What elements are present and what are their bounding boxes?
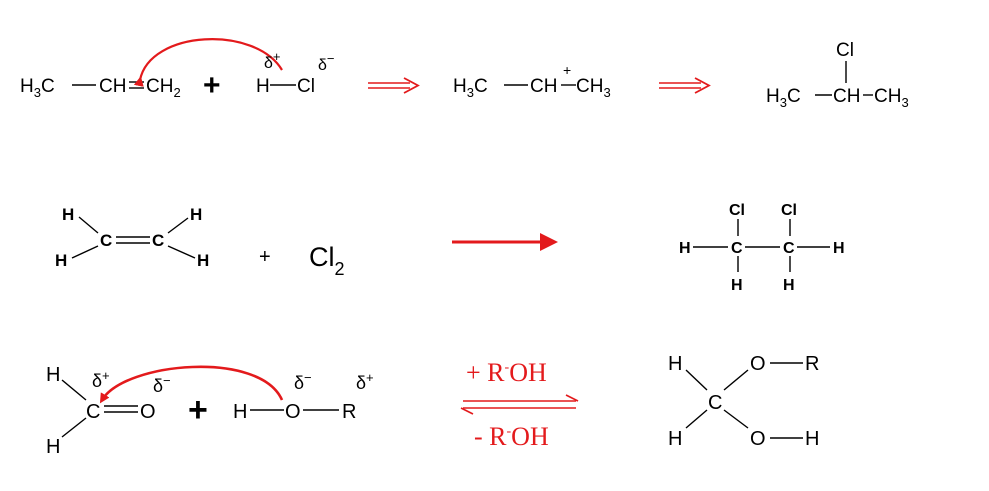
formaldehyde-h: H (46, 364, 60, 386)
dichloro-h: H (731, 277, 743, 294)
dichloro-h: H (783, 277, 795, 294)
hemiacetal-o: O (750, 353, 766, 375)
plus-sign-2: + (259, 246, 271, 268)
product-ch3: CH3 (874, 86, 909, 110)
propene-ch: CH (99, 76, 126, 97)
c-h-bond (167, 217, 189, 234)
reverse-label: - R-OH (474, 422, 549, 451)
dichloro-h: H (833, 240, 845, 257)
product-ch: CH (833, 86, 860, 107)
formaldehyde: H H C δ+ O δ− (46, 364, 171, 458)
formaldehyde-h: H (46, 436, 60, 458)
hemiacetal: H H C O R O H (668, 353, 819, 450)
ethene-c: C (100, 231, 112, 250)
alcohol: H O δ− R δ+ (233, 370, 374, 423)
carbocation: H3C CH + CH3 (453, 62, 611, 100)
dichloro-cl: Cl (729, 202, 745, 219)
c-h-bond (71, 245, 99, 259)
hemiacetal-c: C (708, 392, 722, 414)
2-chloropropane: Cl H3C CH CH3 (766, 40, 909, 110)
equilibrium-arrows: + R-OH - R-OH (460, 358, 579, 451)
hydrogen-chloride: H δ+ Cl δ− (256, 49, 335, 97)
alcohol-r: R (342, 401, 356, 423)
chlorine-molecule: Cl2 (309, 242, 345, 279)
formaldehyde-c: C (86, 401, 100, 423)
hemiacetal-o: O (750, 428, 766, 450)
hemiacetal-h: H (668, 428, 682, 450)
formaldehyde-o: O (140, 401, 156, 423)
plus-sign-1: + (203, 69, 221, 102)
alcohol-o: O (285, 401, 301, 423)
propene-ch2: CH2 (146, 76, 181, 100)
hemiacetal-h: H (805, 428, 819, 450)
carbocation-h3c: H3C (453, 76, 488, 100)
delta-minus: δ− (153, 373, 171, 396)
alcohol-h: H (233, 401, 247, 423)
dichloro-c: C (731, 240, 743, 257)
curved-electron-arrow-1 (133, 38, 283, 87)
hcl-cl: Cl (297, 76, 315, 97)
carbocation-ch3: CH3 (576, 76, 611, 100)
ethene-h: H (55, 251, 67, 270)
propene: H3C CH CH2 (20, 76, 181, 100)
delta-minus: δ− (294, 370, 312, 393)
ethene-h: H (62, 205, 74, 224)
delta-minus: δ− (318, 51, 335, 74)
ethene: H H H H C C (55, 205, 209, 270)
hemiacetal-r: R (805, 353, 819, 375)
reaction-arrowhead-3 (540, 233, 558, 251)
delta-plus: δ+ (264, 49, 281, 72)
1-2-dichloroethane: Cl Cl H C C H H H (679, 202, 845, 294)
hcl-h: H (256, 76, 270, 97)
ethene-h: H (190, 205, 202, 224)
positive-charge: + (563, 62, 571, 78)
plus-sign-3: + (188, 391, 208, 429)
dichloro-c: C (783, 240, 795, 257)
c-h-bond (78, 216, 99, 234)
forward-label: + R-OH (466, 358, 547, 387)
product-cl: Cl (836, 40, 854, 61)
reaction-arrow-2 (659, 77, 711, 94)
carbocation-ch: CH (530, 76, 557, 97)
dichloro-h: H (679, 240, 691, 257)
curved-electron-arrow-2 (99, 365, 284, 404)
ethene-c: C (152, 231, 164, 250)
product-h3c: H3C (766, 86, 801, 110)
hemiacetal-h: H (668, 353, 682, 375)
delta-plus: δ+ (92, 368, 110, 391)
reaction-arrow-1 (368, 77, 420, 94)
c-h-bond (167, 245, 196, 259)
dichloro-cl: Cl (781, 202, 797, 219)
ethene-h: H (197, 251, 209, 270)
propene-h3c: H3C (20, 76, 55, 100)
delta-plus: δ+ (356, 370, 374, 393)
